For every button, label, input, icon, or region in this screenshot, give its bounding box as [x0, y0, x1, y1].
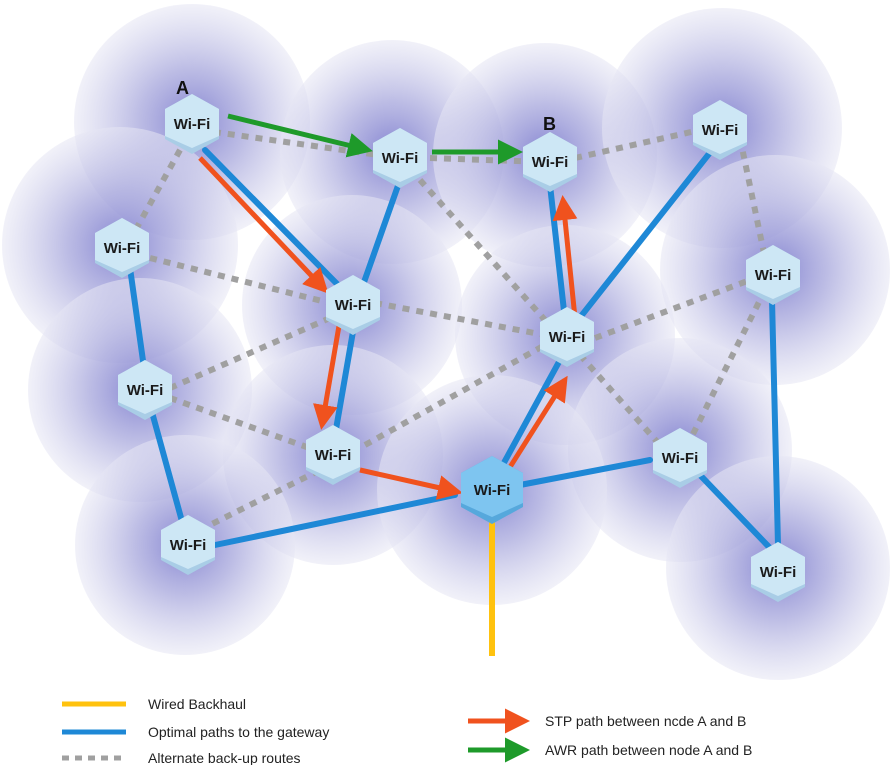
node-face — [461, 456, 523, 517]
alternate-route — [417, 178, 548, 322]
stp-arrow — [359, 467, 463, 500]
alternate-routes — [127, 127, 768, 533]
node-label: Wi-Fi — [127, 382, 164, 399]
wifi-node: Wi-Fi — [161, 515, 215, 575]
stp-arrow — [313, 319, 343, 430]
optimal-path — [547, 182, 568, 323]
legend-alternate-label: Alternate back-up routes — [148, 750, 301, 765]
alternate-route — [374, 300, 546, 338]
alternate-route — [168, 315, 332, 391]
stp-arrow — [552, 195, 578, 319]
node-face — [95, 218, 149, 272]
node-label: Wi-Fi — [335, 297, 372, 314]
node-label: Wi-Fi — [662, 450, 699, 467]
node-a-tag: A — [176, 78, 189, 98]
wifi-node: Wi-Fi — [373, 128, 427, 188]
awr-path — [227, 113, 523, 165]
node-label: Wi-Fi — [315, 447, 352, 464]
optimal-path — [769, 297, 781, 548]
legend-awr-label: AWR path between node A and B — [545, 742, 752, 758]
wifi-node: Wi-Fi — [540, 307, 594, 367]
wifi-node-a: Wi-Fi — [165, 94, 219, 154]
gateway-node: Wi-Fi — [461, 456, 523, 524]
legend-wired-label: Wired Backhaul — [148, 696, 246, 712]
wifi-node: Wi-Fi — [693, 100, 747, 160]
optimal-path — [360, 177, 403, 288]
optimal-path — [697, 472, 773, 551]
stp-arrow — [198, 156, 329, 294]
node-face — [540, 307, 594, 361]
alternate-route — [168, 395, 317, 453]
alternate-route — [577, 353, 663, 447]
wifi-node-b: Wi-Fi — [523, 132, 577, 192]
optimal-paths — [127, 147, 781, 551]
optimal-path — [575, 147, 715, 323]
wifi-node: Wi-Fi — [751, 542, 805, 602]
optimal-path — [332, 317, 358, 438]
wifi-nodes: Wi-Fi Wi-Fi Wi-Fi Wi-Fi Wi-Fi Wi-Fi — [95, 94, 805, 602]
node-label: Wi-Fi — [382, 150, 419, 167]
wifi-node: Wi-Fi — [653, 428, 707, 488]
node-face — [161, 515, 215, 569]
node-face — [523, 132, 577, 186]
wifi-node: Wi-Fi — [326, 275, 380, 335]
node-label: Wi-Fi — [474, 482, 511, 499]
optimal-path — [127, 265, 148, 378]
node-face — [165, 94, 219, 148]
alternate-route — [149, 255, 331, 306]
node-face — [751, 542, 805, 596]
stp-path — [198, 156, 578, 500]
legend-optimal-label: Optimal paths to the gateway — [148, 724, 329, 740]
legend-stp-label: STP path between ncde A and B — [545, 713, 746, 729]
wifi-node: Wi-Fi — [95, 218, 149, 278]
node-b-tag: B — [543, 114, 556, 134]
node-face — [373, 128, 427, 182]
node-label: Wi-Fi — [104, 240, 141, 257]
node-label: Wi-Fi — [755, 267, 792, 284]
node-label: Wi-Fi — [760, 564, 797, 581]
stp-arrow — [502, 375, 568, 477]
node-face — [746, 245, 800, 299]
node-face — [693, 100, 747, 154]
awr-arrow — [227, 113, 373, 158]
node-face — [306, 425, 360, 479]
optimal-path — [517, 457, 653, 488]
wifi-node: Wi-Fi — [306, 425, 360, 485]
optimal-path — [147, 402, 186, 528]
node-label: Wi-Fi — [532, 154, 569, 171]
node-face — [118, 360, 172, 414]
node-label: Wi-Fi — [549, 329, 586, 346]
wifi-node: Wi-Fi — [118, 360, 172, 420]
node-label: Wi-Fi — [702, 122, 739, 139]
legend: Wired Backhaul Optimal paths to the gate… — [62, 696, 752, 765]
alternate-route — [429, 155, 546, 165]
node-face — [653, 428, 707, 482]
alternate-route — [127, 148, 183, 242]
alternate-route — [737, 137, 768, 259]
alternate-route — [363, 342, 547, 448]
node-label: Wi-Fi — [170, 537, 207, 554]
optimal-path — [212, 492, 458, 548]
wifi-node: Wi-Fi — [746, 245, 800, 305]
node-label: Wi-Fi — [174, 116, 211, 133]
node-face — [326, 275, 380, 329]
